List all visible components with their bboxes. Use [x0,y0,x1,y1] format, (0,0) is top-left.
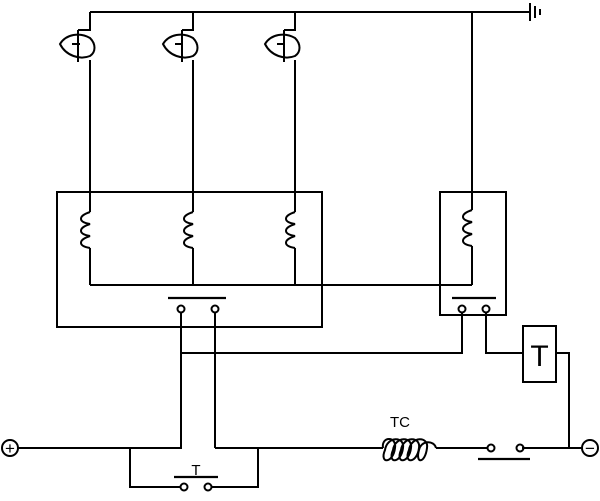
contact-wiring [129,313,570,488]
switch-icon [168,296,226,314]
negative-label: − [585,439,595,458]
spark-gap-icon [263,12,301,195]
heater-coil-icon [183,195,194,285]
spark-gap-icon [161,12,199,195]
heater-coil-icon [462,209,473,285]
spark-gap-icon [58,12,96,195]
switch-t: T [174,447,259,492]
switch-icon [478,443,530,461]
relay-box-main [56,191,323,328]
heater-coil-icon [285,195,296,285]
relay-t: T [522,325,557,383]
tc-label: TC [390,414,410,431]
ground-icon [529,3,541,21]
heater-coil-icon [80,195,91,285]
inductor-coil-icon: TC [381,414,437,462]
switch-icon [452,296,496,314]
relay-t-label: T [530,340,548,373]
positive-label: + [5,439,15,458]
positive-terminal: + [1,439,19,458]
switch-t-label: T [191,462,200,479]
negative-terminal: − [581,439,599,458]
